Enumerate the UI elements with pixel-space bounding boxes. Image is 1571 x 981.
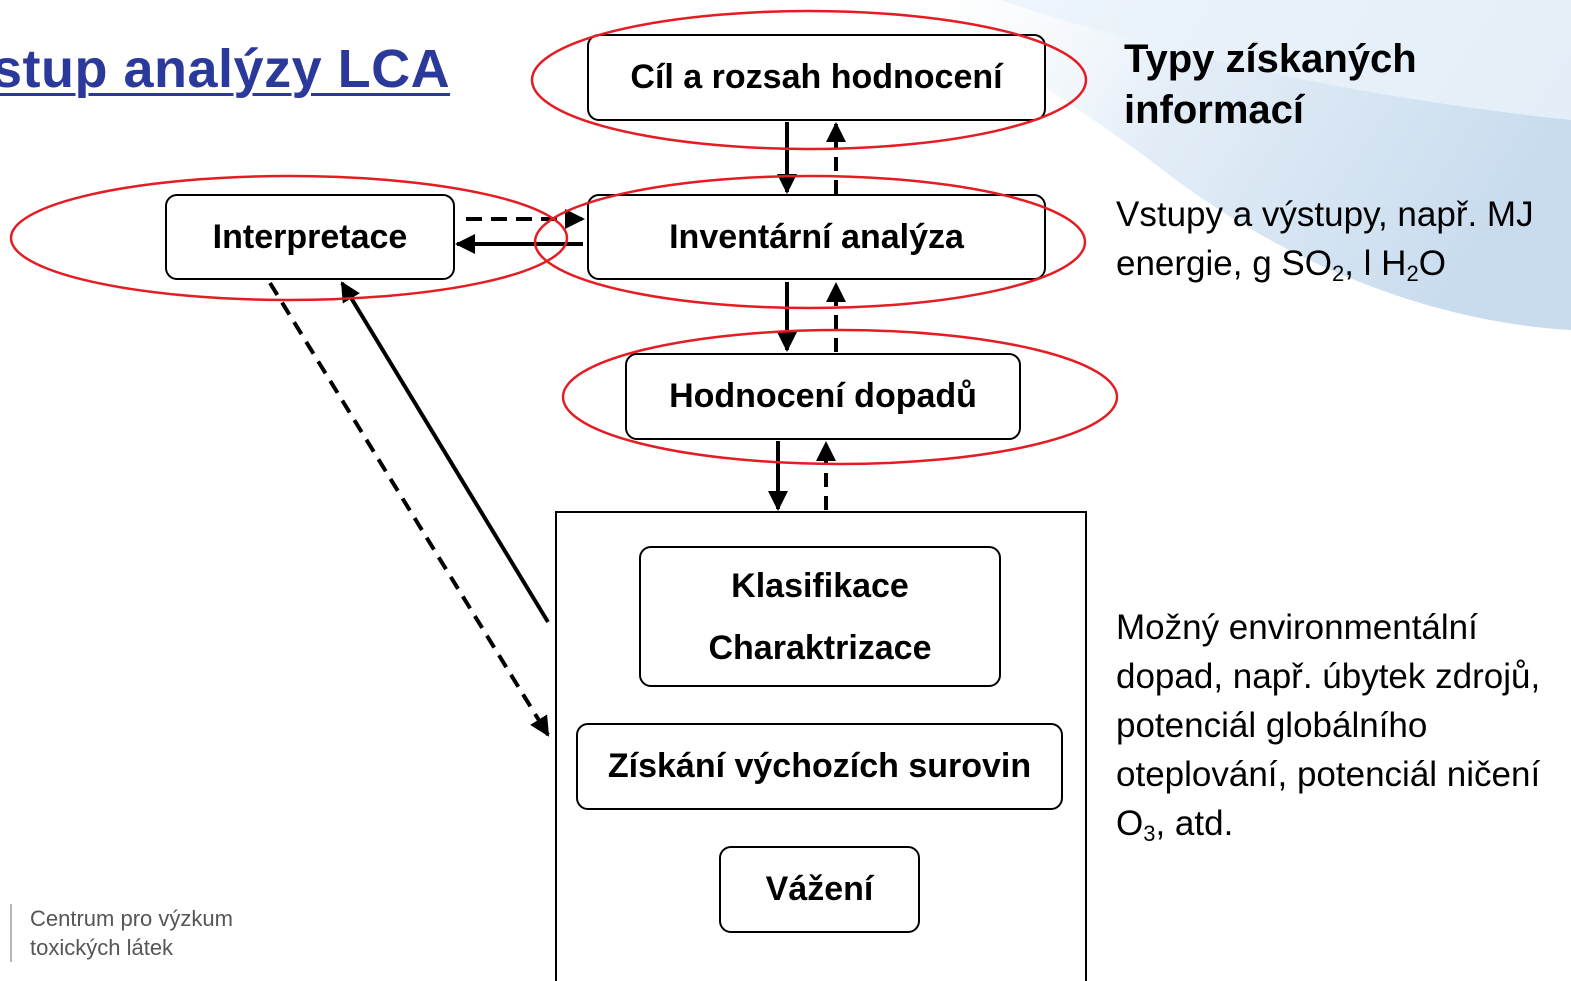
goal-scope-label: Cíl a rozsah hodnocení <box>630 58 1003 96</box>
interpretation-highlight-ellipse <box>9 174 569 302</box>
inventory-info-text: Vstupy a výstupy, např. MJ energie, g SO… <box>1116 190 1534 288</box>
impact-highlight-ellipse <box>561 328 1119 466</box>
impact-info-text: Možný environmentální dopad, např. úbyte… <box>1116 603 1540 848</box>
classification-label: Klasifikace <box>731 566 909 605</box>
slide-title: stup analýzy LCA <box>0 39 451 99</box>
impact-info-line1: Možný environmentální <box>1116 608 1478 647</box>
characterization-label: Charaktrizace <box>708 628 932 667</box>
inventory-info-line2: energie, g SO2, l H2O <box>1116 244 1446 286</box>
interpretation-box: Interpretace <box>165 194 455 280</box>
inventory-highlight-ellipse <box>533 174 1087 310</box>
impact-info-line4: oteplování, potenciál ničení <box>1116 755 1541 794</box>
weighting-box: Vážení <box>719 846 920 933</box>
arrow-interpretation-to-frame <box>268 281 550 737</box>
inventory-analysis-label: Inventární analýza <box>669 217 964 256</box>
logo-line1: Centrum pro výzkum <box>30 906 233 931</box>
weighting-label: Vážení <box>765 870 874 908</box>
impact-info-line5: O3, atd. <box>1116 804 1234 846</box>
logo-line2: toxických látek <box>30 935 174 960</box>
impact-info-line2: dopad, např. úbytek zdrojů, <box>1116 657 1541 696</box>
raw-materials-label: Získání výchozích surovin <box>607 747 1032 785</box>
inventory-analysis-box: Inventární analýza <box>587 194 1046 280</box>
impact-assessment-label: Hodnocení dopadů <box>669 377 977 415</box>
goal-scope-box: Cíl a rozsah hodnocení <box>587 34 1046 121</box>
impact-assessment-box: Hodnocení dopadů <box>625 353 1021 440</box>
impact-info-line3: potenciál globálního <box>1116 706 1428 745</box>
info-heading: Typy získaných informací <box>1124 37 1417 132</box>
raw-materials-box: Získání výchozích surovin <box>576 723 1063 810</box>
institution-logo: Centrum pro výzkum toxických látek <box>10 904 233 962</box>
interpretation-label: Interpretace <box>212 217 408 256</box>
goal-highlight-ellipse <box>530 9 1088 151</box>
arrow-frame-to-interpretation <box>340 281 550 624</box>
classification-box: Klasifikace Charaktrizace <box>639 546 1001 687</box>
inventory-info-line1: Vstupy a výstupy, např. MJ <box>1116 195 1534 234</box>
